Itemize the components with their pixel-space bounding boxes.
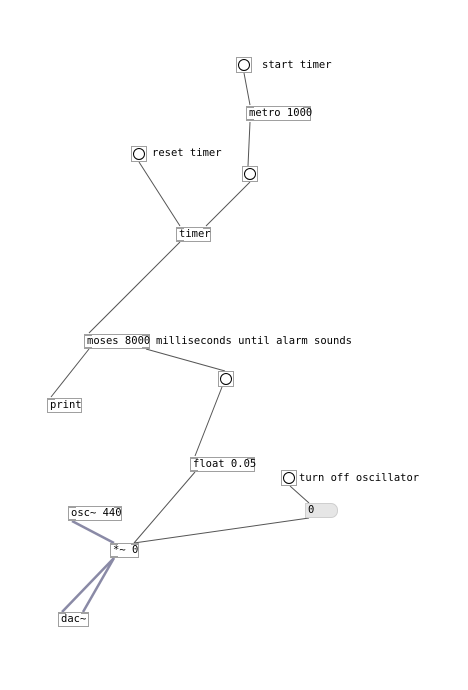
dac-object[interactable]: dac~ bbox=[58, 612, 89, 627]
outlet bbox=[191, 470, 198, 472]
object-label: *~ 0 bbox=[113, 544, 139, 556]
wire-osc-to-mul bbox=[71, 519, 115, 545]
object-label: osc~ 440 bbox=[71, 507, 122, 519]
wire-metro-to-bang bbox=[247, 121, 251, 167]
outlet bbox=[142, 347, 149, 349]
print-object[interactable]: print bbox=[47, 398, 82, 413]
inlet bbox=[131, 543, 138, 545]
float-object[interactable]: float 0.05 bbox=[190, 457, 257, 472]
turn-off-oscillator-bang[interactable] bbox=[281, 470, 297, 486]
start-timer-comment: start timer bbox=[262, 59, 332, 71]
bang-circle-icon bbox=[238, 59, 250, 71]
timer-object[interactable]: timer bbox=[176, 227, 211, 242]
outlet bbox=[85, 347, 92, 349]
metro-output-bang[interactable] bbox=[242, 166, 258, 182]
outlet bbox=[69, 519, 76, 521]
moses-comment: milliseconds until alarm sounds bbox=[156, 335, 352, 347]
wire-reset-bang-to-timer-left bbox=[138, 161, 181, 227]
object-label: timer bbox=[179, 228, 211, 240]
turn-off-oscillator-comment: turn off oscillator bbox=[299, 472, 420, 484]
inlet bbox=[191, 457, 198, 459]
number-box-value: 0 bbox=[308, 504, 315, 516]
start-timer-bang[interactable] bbox=[236, 57, 252, 73]
object-label: dac~ bbox=[61, 613, 87, 625]
moses-output-bang[interactable] bbox=[218, 371, 234, 387]
wire-mul-to-dac-left bbox=[61, 557, 115, 613]
inlet bbox=[48, 398, 55, 400]
outlet bbox=[177, 240, 184, 242]
outlet bbox=[247, 119, 254, 121]
wire-start-bang-to-metro bbox=[243, 72, 251, 106]
bang-circle-icon bbox=[244, 168, 256, 180]
metro-object[interactable]: metro 1000 bbox=[246, 106, 313, 121]
outlet bbox=[111, 556, 118, 558]
wire-number-to-mul-right bbox=[133, 517, 310, 544]
inlet bbox=[69, 506, 76, 508]
multiply-signal-object[interactable]: *~ 0 bbox=[110, 543, 139, 558]
wire-mul-to-dac-right bbox=[81, 557, 116, 613]
object-label: metro 1000 bbox=[249, 107, 313, 119]
wire-bang-to-float bbox=[194, 386, 223, 457]
wire-float-to-mul-right bbox=[133, 471, 196, 544]
inlet bbox=[142, 334, 149, 336]
inlet bbox=[247, 106, 254, 108]
object-label: print bbox=[50, 399, 82, 411]
wire-bang-to-timer-right bbox=[205, 181, 251, 227]
number-box[interactable]: 0 bbox=[305, 503, 338, 518]
bang-circle-icon bbox=[133, 148, 145, 160]
inlet bbox=[81, 612, 88, 614]
bang-circle-icon bbox=[283, 472, 295, 484]
bang-circle-icon bbox=[220, 373, 232, 385]
moses-object[interactable]: moses 8000 bbox=[84, 334, 150, 349]
inlet bbox=[303, 106, 310, 108]
inlet bbox=[111, 543, 118, 545]
inlet bbox=[114, 506, 121, 508]
wire-turnoff-bang-to-number bbox=[289, 485, 310, 504]
wire-moses-to-print bbox=[50, 348, 90, 398]
inlet bbox=[247, 457, 254, 459]
object-label: moses 8000 bbox=[87, 335, 151, 347]
inlet bbox=[177, 227, 184, 229]
reset-timer-comment: reset timer bbox=[152, 147, 222, 159]
inlet bbox=[85, 334, 92, 336]
osc-object[interactable]: osc~ 440 bbox=[68, 506, 122, 521]
inlet bbox=[59, 612, 66, 614]
reset-timer-bang[interactable] bbox=[131, 146, 147, 162]
wire-timer-to-moses bbox=[88, 241, 181, 334]
wire-moses-to-bang bbox=[145, 348, 226, 372]
object-label: float 0.05 bbox=[193, 458, 257, 470]
inlet bbox=[203, 227, 210, 229]
